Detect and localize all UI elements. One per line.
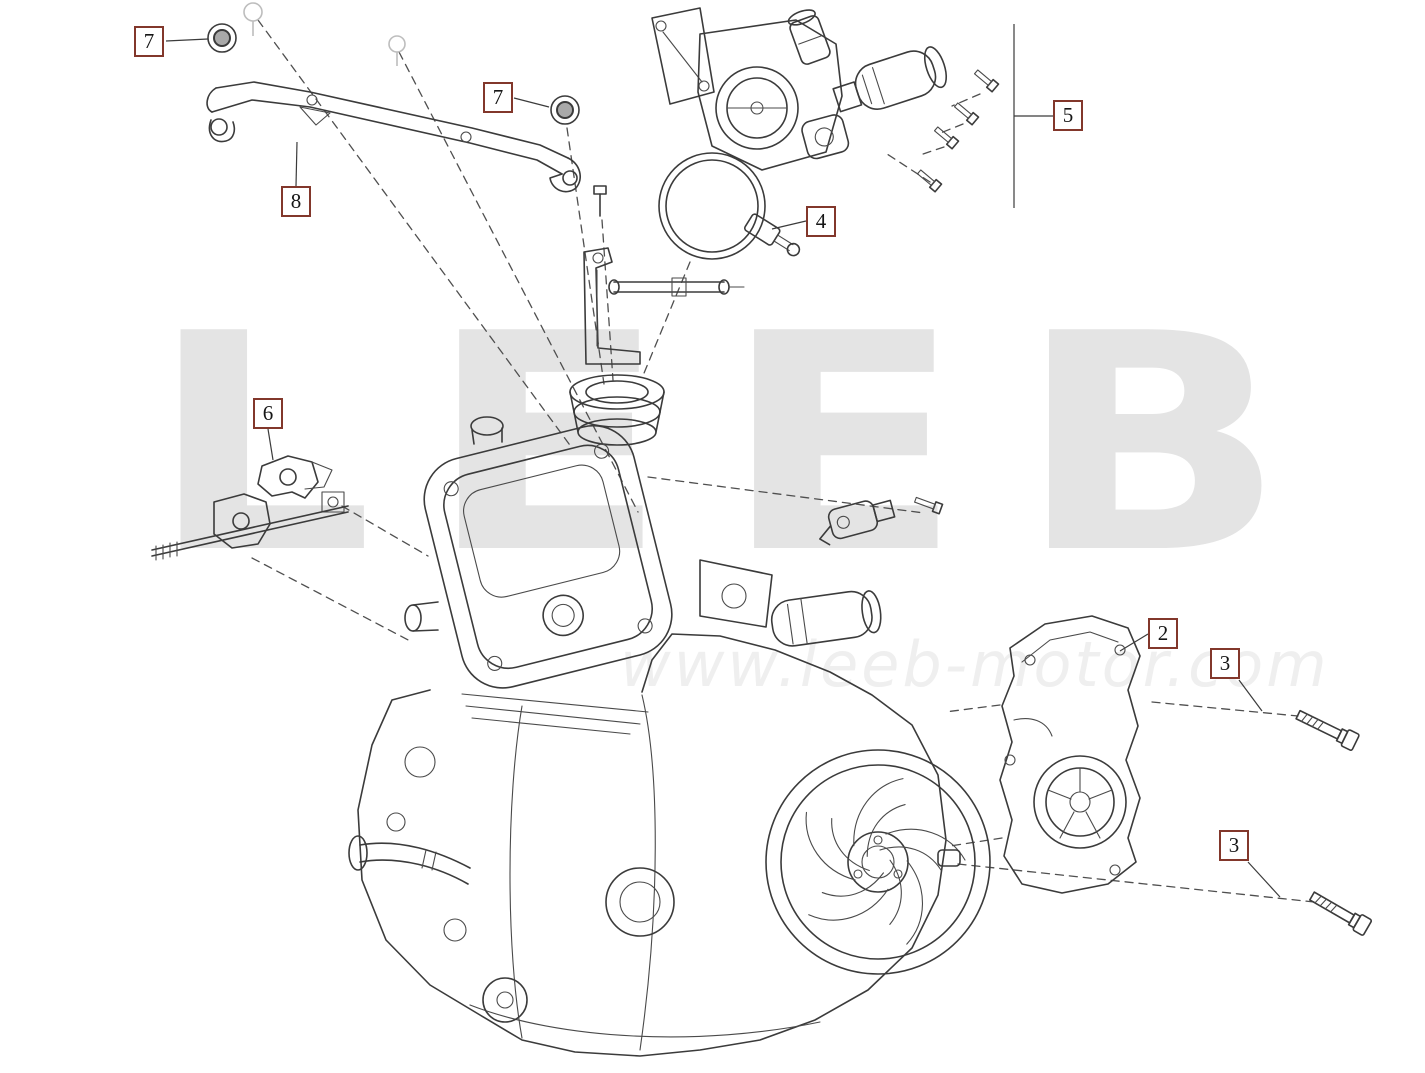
support-bracket [206, 81, 581, 193]
dashed-leader-lines [251, 19, 1315, 903]
engine-mount-brackets [151, 455, 349, 561]
valve-cover [423, 424, 673, 689]
idle-motor [832, 46, 948, 113]
ghost-screws [243, 2, 406, 66]
watermark-logo: LEEB [148, 270, 1340, 619]
callout-2: 2 [1148, 618, 1178, 649]
callout-5: 5 [1053, 100, 1083, 131]
side-cover [999, 615, 1141, 894]
callout-7-left: 7 [134, 26, 164, 57]
intake-clamp [658, 152, 801, 260]
throttle-body-assembly [651, 7, 1000, 193]
cover-bolt-lower [1308, 891, 1373, 936]
grommet-right [550, 95, 580, 125]
map-sensor [819, 496, 944, 546]
center-hardware [583, 185, 745, 365]
callout-7-right: 7 [483, 82, 513, 113]
throttle-position-sensor [801, 114, 850, 160]
callout-3-upper: 3 [1210, 648, 1240, 679]
assembly-screws [916, 69, 1000, 193]
grommet-left [207, 23, 237, 53]
flywheel-fan [765, 749, 991, 975]
fuel-injector [787, 9, 831, 65]
cover-bolt-upper [1295, 709, 1360, 751]
callout-6: 6 [253, 398, 283, 429]
intake-boot [569, 374, 665, 446]
callout-3-lower: 3 [1219, 830, 1249, 861]
callout-8: 8 [281, 186, 311, 217]
sensor-screw [914, 496, 944, 515]
oil-filler-cap [470, 416, 504, 436]
engine-assembly [348, 416, 991, 1057]
starter-motor [770, 590, 882, 647]
callout-4: 4 [806, 206, 836, 237]
breather-port [404, 604, 422, 632]
